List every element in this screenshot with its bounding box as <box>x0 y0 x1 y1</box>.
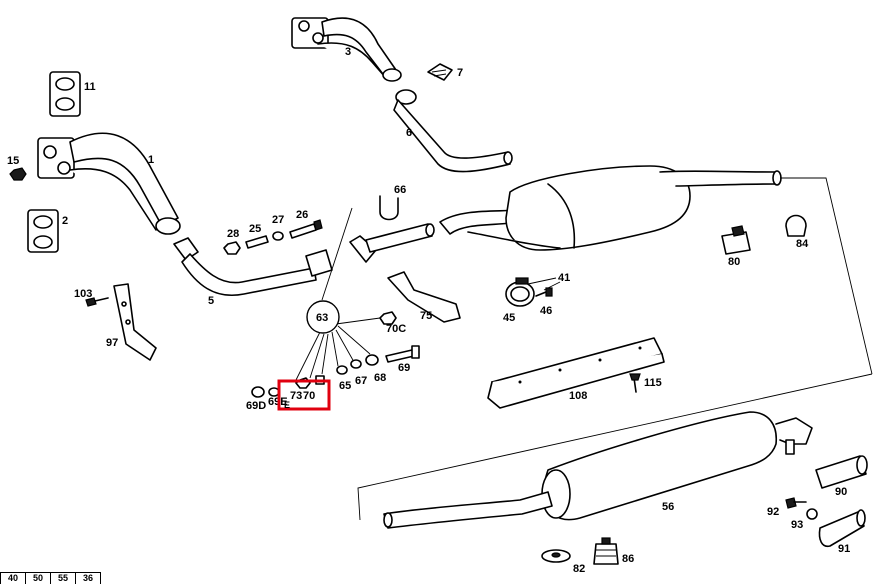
part-97-bracket[interactable] <box>113 283 157 361</box>
part-92-bolt[interactable] <box>785 497 807 509</box>
callout-5: 5 <box>208 295 214 307</box>
part-27-washer[interactable] <box>272 231 284 241</box>
callout-70: 70 <box>303 390 315 402</box>
callout-6: 6 <box>406 127 412 139</box>
part-2-gasket[interactable] <box>27 209 59 253</box>
part-45-clamp[interactable] <box>505 277 535 307</box>
callout-91: 91 <box>838 543 850 555</box>
intermediate-pipe[interactable] <box>349 223 435 263</box>
part-11-gasket[interactable] <box>49 71 81 117</box>
callout-2: 2 <box>62 215 68 227</box>
callout-70c: 70C <box>386 323 406 335</box>
callout-7: 7 <box>457 67 463 79</box>
part-115-screw[interactable] <box>629 373 641 393</box>
footer-cell: 55 <box>50 572 76 584</box>
callout-1: 1 <box>148 154 154 166</box>
callout-73: 73 <box>290 390 302 402</box>
part-25-pin[interactable] <box>245 235 269 249</box>
footer-cell: 40 <box>0 572 26 584</box>
highlight-box-7370 <box>277 379 331 411</box>
part-103-bolt[interactable] <box>85 297 109 307</box>
callout-56: 56 <box>662 501 674 513</box>
callout-67: 67 <box>355 375 367 387</box>
callout-11: 11 <box>84 81 96 93</box>
part-56-rear-silencer[interactable] <box>383 411 813 529</box>
callout-90: 90 <box>835 486 847 498</box>
part-65-washer[interactable] <box>336 365 348 375</box>
callout-46: 46 <box>540 305 552 317</box>
callout-86: 86 <box>622 553 634 565</box>
callout-28: 28 <box>227 228 239 240</box>
part-82-washer[interactable] <box>541 549 571 563</box>
callout-92: 92 <box>767 506 779 518</box>
front-silencer[interactable] <box>439 165 782 251</box>
callout-e-marker: E <box>284 400 290 410</box>
callout-45: 45 <box>503 312 515 324</box>
footer-table: 40 50 55 36 <box>0 572 101 584</box>
callout-69: 69 <box>398 362 410 374</box>
part-46-bolt[interactable] <box>535 287 553 297</box>
part-5-pipe[interactable] <box>173 237 333 297</box>
callout-65: 65 <box>339 380 351 392</box>
callout-82: 82 <box>573 563 585 575</box>
callout-69d: 69D <box>246 400 266 412</box>
callout-80: 80 <box>728 256 740 268</box>
callout-97: 97 <box>106 337 118 349</box>
callout-108: 108 <box>569 390 587 402</box>
callout-115: 115 <box>644 377 662 389</box>
part-69-bolt[interactable] <box>385 345 420 363</box>
callout-84: 84 <box>796 238 809 250</box>
part-84-mount[interactable] <box>785 214 807 237</box>
callout-3: 3 <box>345 46 351 58</box>
part-3-manifold[interactable] <box>291 17 402 82</box>
callout-25: 25 <box>249 223 261 235</box>
part-15-nut[interactable] <box>9 167 27 181</box>
part-63-kit[interactable] <box>295 207 381 381</box>
part-1-manifold[interactable] <box>37 132 181 235</box>
callout-41: 41 <box>558 272 570 284</box>
callout-103: 103 <box>74 288 92 300</box>
part-90-tail-pipe[interactable] <box>815 455 868 489</box>
callout-15: 15 <box>7 155 19 167</box>
part-91-tail-end[interactable] <box>818 509 866 548</box>
part-28-nut[interactable] <box>223 241 241 255</box>
callout-75: 75 <box>420 310 432 322</box>
footer-cell: 50 <box>25 572 51 584</box>
part-6-pipe[interactable] <box>393 89 513 173</box>
callout-26: 26 <box>296 209 308 221</box>
part-93-washer[interactable] <box>806 508 818 520</box>
part-26-bolt[interactable] <box>289 219 323 239</box>
part-7-gasket[interactable] <box>427 63 453 81</box>
part-67-washer[interactable] <box>350 359 362 369</box>
part-66-u-bolt[interactable] <box>379 195 399 221</box>
part-75-hanger[interactable] <box>387 271 461 323</box>
callout-66: 66 <box>394 184 406 196</box>
part-86-mount[interactable] <box>593 537 619 565</box>
callout-93: 93 <box>791 519 803 531</box>
part-108-heat-shield[interactable] <box>487 337 665 409</box>
part-68-washer[interactable] <box>365 354 379 366</box>
callout-27: 27 <box>272 214 284 226</box>
part-80-mount[interactable] <box>721 225 751 255</box>
part-69d-washer[interactable] <box>251 386 265 398</box>
callout-68: 68 <box>374 372 386 384</box>
callout-63: 63 <box>316 312 328 324</box>
footer-cell: 36 <box>75 572 101 584</box>
